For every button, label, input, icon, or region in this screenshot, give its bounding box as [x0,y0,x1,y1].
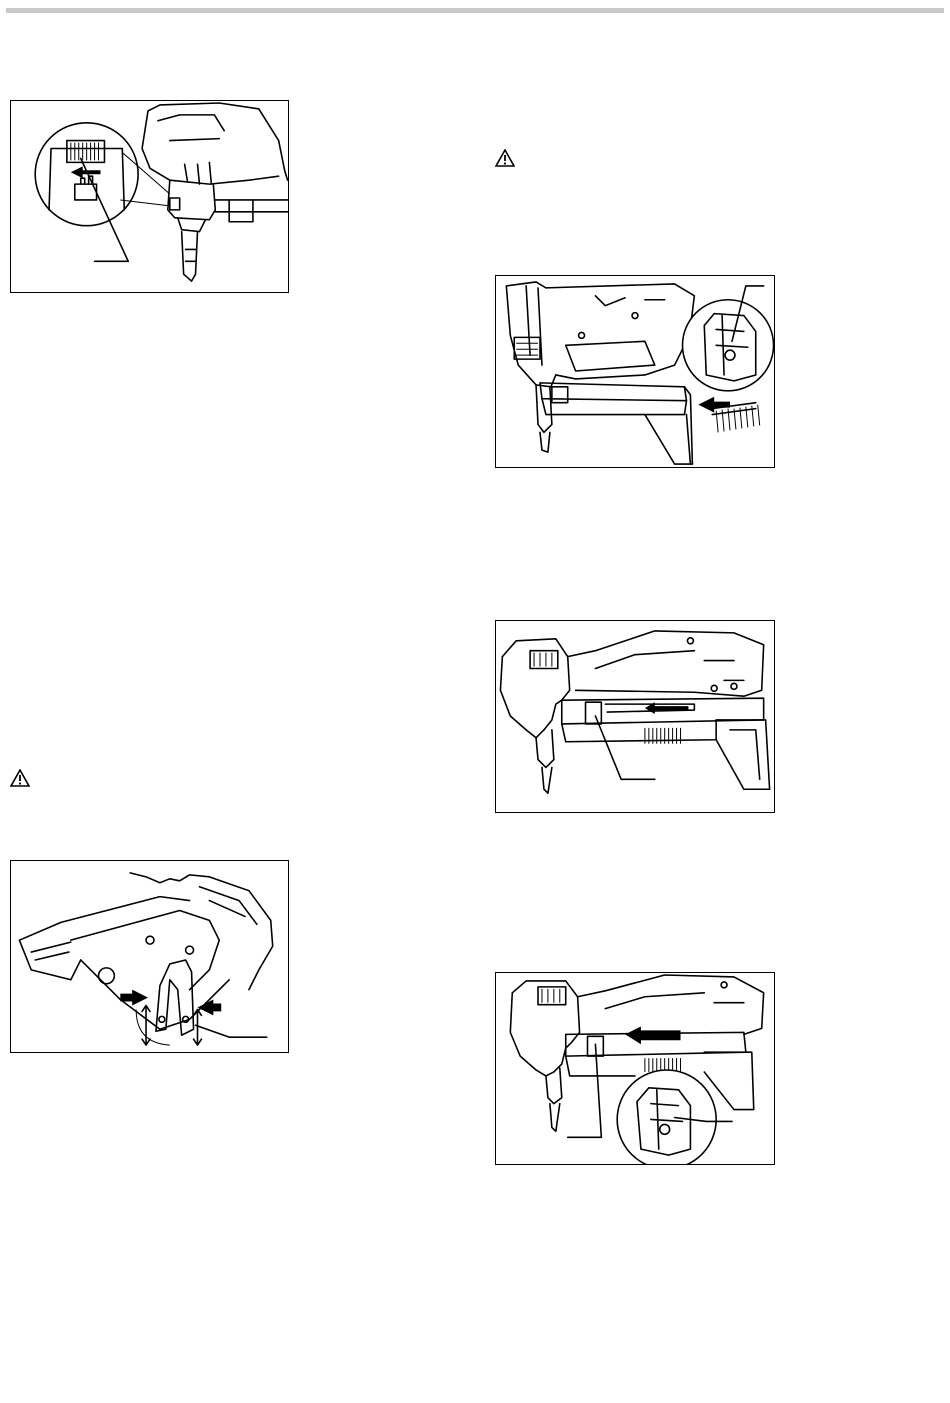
magazine-pusher-figure [495,620,775,813]
depth-adjuster-figure [10,100,289,293]
belt-hook-figure [10,860,289,1053]
caution-icon-right [495,149,515,167]
header-rule [6,8,944,13]
caution-icon-left [10,769,30,787]
pusher-release-figure [495,972,775,1165]
nail-loading-figure [495,275,775,468]
